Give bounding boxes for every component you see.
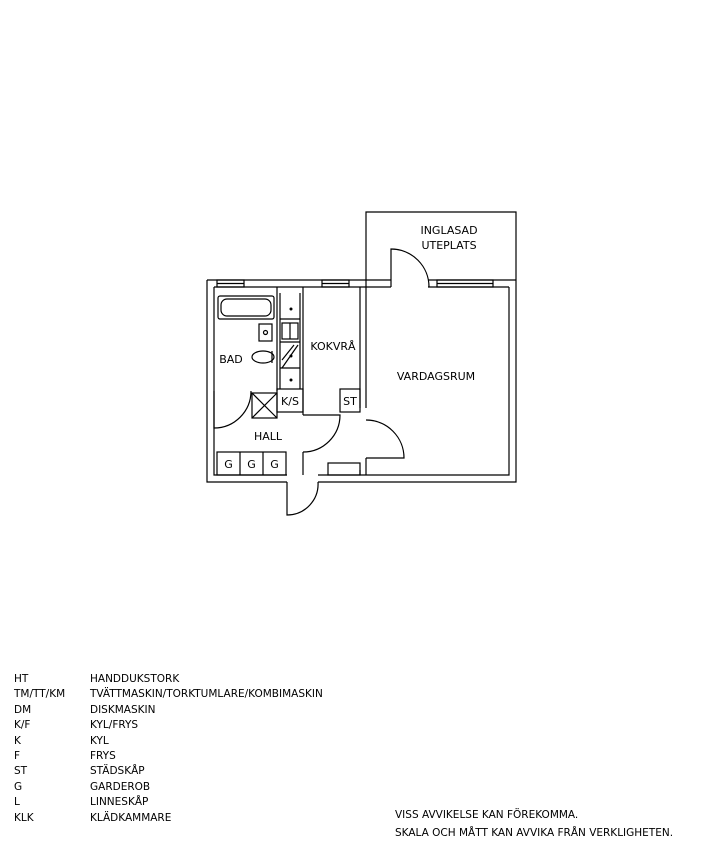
wardrobe-label: G <box>270 458 279 471</box>
uteplats-label-1: INGLASAD <box>420 224 477 237</box>
legend-abbr: K <box>14 734 21 747</box>
disclaimer-notes: VISS AVVIKELSE KAN FÖREKOMMA. SKALA OCH … <box>395 807 673 842</box>
legend-row: K KYL <box>14 734 323 749</box>
legend-row: L LINNESKÅP <box>14 795 323 810</box>
legend: HT HANDDUKSTORK TM/TT/KM TVÄTTMASKIN/TORKT… <box>14 672 323 826</box>
vardagsrum-label: VARDAGSRUM <box>397 370 475 383</box>
counter <box>327 462 361 476</box>
legend-desc: GARDEROB <box>90 780 151 793</box>
toilet <box>251 350 275 364</box>
legend-desc: TVÄTTMASKIN/TORKTUMLARE/KOMBIMASKIN <box>90 688 323 701</box>
uteplats-label-2: UTEPLATS <box>421 239 476 252</box>
legend-desc: LINNESKÅP <box>90 796 149 809</box>
legend-abbr: F <box>14 749 21 762</box>
entrance-door <box>286 481 319 516</box>
disclaimer-line: SKALA OCH MÅTT KAN AVVIKA FRÅN VERKLIGHE… <box>395 826 674 839</box>
legend-row: F FRYS <box>14 749 323 764</box>
wardrobe-label: G <box>224 458 233 471</box>
legend-abbr: L <box>14 796 20 809</box>
legend-desc: KLÄDKAMMARE <box>90 811 172 824</box>
kokvra-label: KOKVRÅ <box>310 340 356 353</box>
fridge-freezer <box>276 388 304 413</box>
legend-row: TM/TT/KM TVÄTTMASKIN/TORKTUMLARE/KOMBIMAS… <box>14 687 323 702</box>
living-room-door <box>365 419 405 459</box>
legend-row: KLK KLÄDKAMMARE <box>14 811 323 826</box>
legend-row: G GARDEROB <box>14 780 323 795</box>
patio-outline <box>365 211 517 287</box>
legend-abbr: K/F <box>14 719 31 732</box>
bad-label: BAD <box>219 353 243 366</box>
legend-row: DM DISKMASKIN <box>14 703 323 718</box>
legend-abbr: ST <box>14 765 28 778</box>
legend-abbr: TM/TT/KM <box>14 688 66 701</box>
legend-desc: KYL/FRYS <box>90 719 139 732</box>
legend-desc: HANDDUKSTORK <box>90 673 180 685</box>
kitchen-fixtures <box>276 293 361 476</box>
legend-abbr: HT <box>14 673 29 685</box>
wardrobe-label: G <box>247 458 256 471</box>
wardrobes <box>216 451 287 476</box>
ks-label: K/S <box>281 395 299 408</box>
legend-row: ST STÄDSKÅP <box>14 764 323 779</box>
cleaning-cabinet <box>339 388 361 413</box>
legend-abbr: KLK <box>14 811 34 824</box>
legend-abbr: DM <box>14 703 32 716</box>
legend-row: K/F KYL/FRYS <box>14 718 323 733</box>
legend-desc: STÄDSKÅP <box>90 765 145 778</box>
disclaimer-line: VISS AVVIKELSE KAN FÖREKOMMA. <box>395 809 579 821</box>
legend-desc: FRYS <box>90 749 116 762</box>
hall-label: HALL <box>254 430 283 443</box>
kitchen-door <box>302 414 341 453</box>
sink <box>258 323 273 342</box>
st-label: ST <box>343 395 357 408</box>
bathtub <box>217 295 275 320</box>
patio-door <box>390 248 430 288</box>
legend-abbr: G <box>14 780 23 793</box>
doors <box>213 248 430 516</box>
legend-desc: DISKMASKIN <box>90 703 156 716</box>
legend-desc: KYL <box>90 734 109 747</box>
windows <box>216 279 494 288</box>
bathroom-door <box>213 390 252 429</box>
legend-row: HT HANDDUKSTORK <box>14 672 323 687</box>
